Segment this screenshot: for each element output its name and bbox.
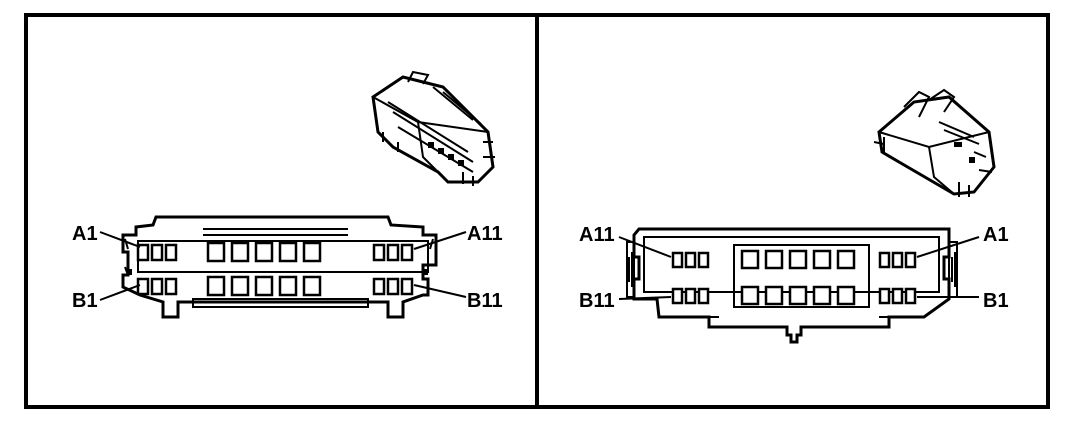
pin-label-b11: B11	[467, 290, 503, 312]
pin-label-b11: B11	[579, 290, 615, 312]
connector-right-svg: A11 A1 B11 B1	[579, 88, 1009, 344]
connector-left-3d-illustration	[371, 70, 495, 186]
pin-label-a1: A1	[72, 223, 98, 245]
pin-label-b1: B1	[72, 290, 98, 312]
connector-left-face-view	[99, 215, 467, 319]
pin-label-a11: A11	[467, 223, 503, 245]
connector-view-right: A11 A1 B11 B1	[539, 17, 1046, 405]
panel-divider	[535, 13, 539, 409]
pin-label-a11: A11	[579, 224, 615, 246]
pin-label-b1: B1	[983, 290, 1009, 312]
connector-right-3d-illustration	[873, 88, 996, 197]
connector-right-face-view	[618, 227, 980, 344]
connector-left-svg: A1 A11 B1 B11	[72, 70, 503, 319]
connector-view-left: A1 A11 B1 B11	[28, 17, 535, 405]
pin-label-a1: A1	[983, 224, 1009, 246]
